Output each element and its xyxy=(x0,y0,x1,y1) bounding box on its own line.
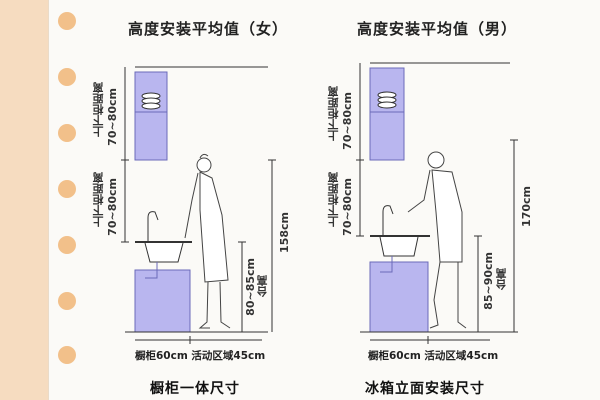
counter-height-value: 80~85cm xyxy=(244,258,257,316)
right-diagram xyxy=(356,62,518,344)
binder-hole xyxy=(58,236,76,254)
footer-left-heading: 橱柜一体尺寸 xyxy=(150,381,240,397)
lower-gap-label: 上下柜距离 xyxy=(92,172,105,227)
plate-stack-icon xyxy=(377,101,397,109)
binder-hole xyxy=(58,180,76,198)
upper-gap-value: 70~80cm xyxy=(341,92,354,150)
binder-hole xyxy=(58,346,76,364)
female-figure-icon xyxy=(184,153,231,329)
upper-gap-label: 上下柜距离 xyxy=(327,86,340,141)
drain-pipe xyxy=(145,262,158,279)
plate-stack-icon xyxy=(141,102,161,110)
person-height-label: 170cm xyxy=(520,186,533,227)
upper-gap-label: 上下柜距离 xyxy=(92,82,105,137)
binder-hole xyxy=(58,68,76,86)
left-diagram xyxy=(121,66,276,344)
sink-basin xyxy=(144,242,184,263)
lower-gap-value: 70~80cm xyxy=(106,178,119,236)
faucet-icon xyxy=(382,205,394,236)
lower-gap-value: 70~80cm xyxy=(341,178,354,236)
panel-title-female: 高度安装平均值（女） xyxy=(128,20,289,38)
counter-height-label: 台高 xyxy=(256,275,269,297)
person-height-label: 158cm xyxy=(278,212,291,253)
counter-height-value: 85~90cm xyxy=(482,252,495,310)
footer-right-heading: 冰箱立面安装尺寸 xyxy=(365,381,485,397)
sink-basin xyxy=(379,236,419,257)
upper-cabinet xyxy=(369,67,405,161)
binder-hole xyxy=(58,12,76,30)
lower-cabinet xyxy=(134,269,191,333)
faucet-icon xyxy=(147,211,159,242)
lower-gap-label: 上下柜距离 xyxy=(327,172,340,227)
depth-label: 橱柜60cm 活动区域45cm xyxy=(135,350,266,362)
upper-gap-value: 70~80cm xyxy=(106,88,119,146)
upper-cabinet xyxy=(134,71,168,161)
counter-height-label: 台高 xyxy=(495,268,508,290)
panel-title-male: 高度安装平均值（男） xyxy=(357,20,518,38)
drain-pipe xyxy=(380,256,393,273)
male-figure-icon xyxy=(407,151,467,329)
lower-cabinet xyxy=(369,261,429,333)
binder-hole xyxy=(58,124,76,142)
depth-label: 橱柜60cm 活动区域45cm xyxy=(368,350,499,362)
gap-label-text: 上下柜距离 xyxy=(92,82,105,137)
binder-hole xyxy=(58,292,76,310)
